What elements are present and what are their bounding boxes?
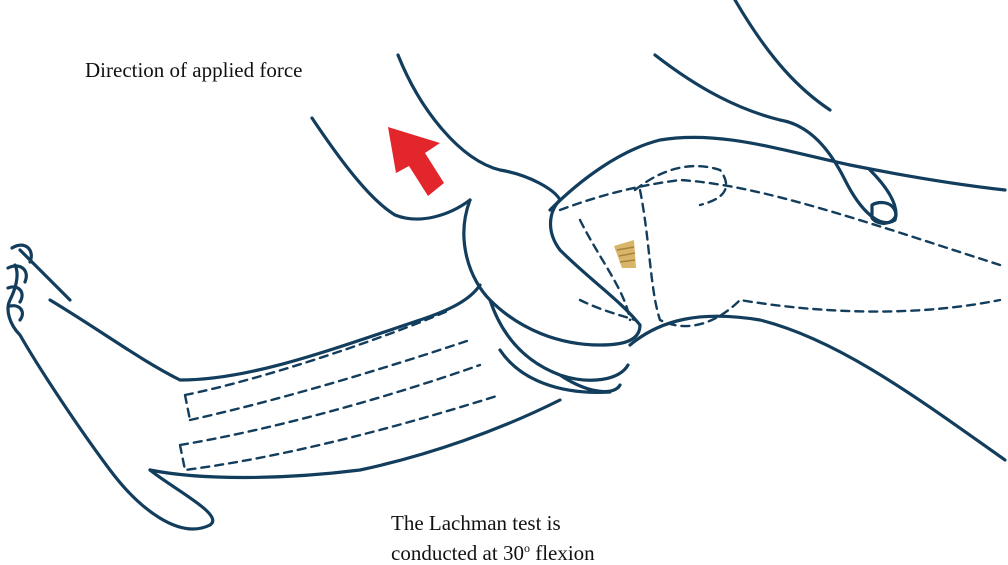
patella-outline — [578, 218, 637, 322]
foot-outline — [6, 248, 215, 531]
caption: The Lachman test is conducted at 30o fle… — [391, 511, 595, 565]
shin-top-outline — [48, 283, 482, 382]
caption-line-2-prefix: conducted at 30 — [391, 541, 524, 565]
tibia-outline — [178, 308, 502, 472]
force-direction-label: Direction of applied force — [85, 58, 303, 82]
examiner-fingers — [488, 298, 630, 394]
examiner-hand-outline — [462, 198, 642, 347]
thumbnail — [870, 200, 898, 225]
calf-bottom-outline — [148, 398, 562, 480]
examiner-forearm-outline — [310, 116, 472, 221]
caption-line-1: The Lachman test is — [391, 511, 561, 535]
degree-symbol: o — [523, 541, 530, 555]
examiner-second-hand — [653, 0, 898, 225]
thigh-bottom-outline — [628, 314, 1007, 462]
acl-ligament-icon — [614, 240, 636, 268]
examiner-forearm-outline-upper — [396, 53, 562, 202]
caption-line-2: conducted at 30o flexion — [391, 536, 595, 565]
femur-outline — [558, 164, 1002, 328]
force-arrow-icon — [388, 127, 444, 196]
thigh-top-outline — [548, 135, 1007, 212]
caption-line-2-suffix: flexion — [529, 541, 595, 565]
toes-outline — [6, 243, 33, 322]
